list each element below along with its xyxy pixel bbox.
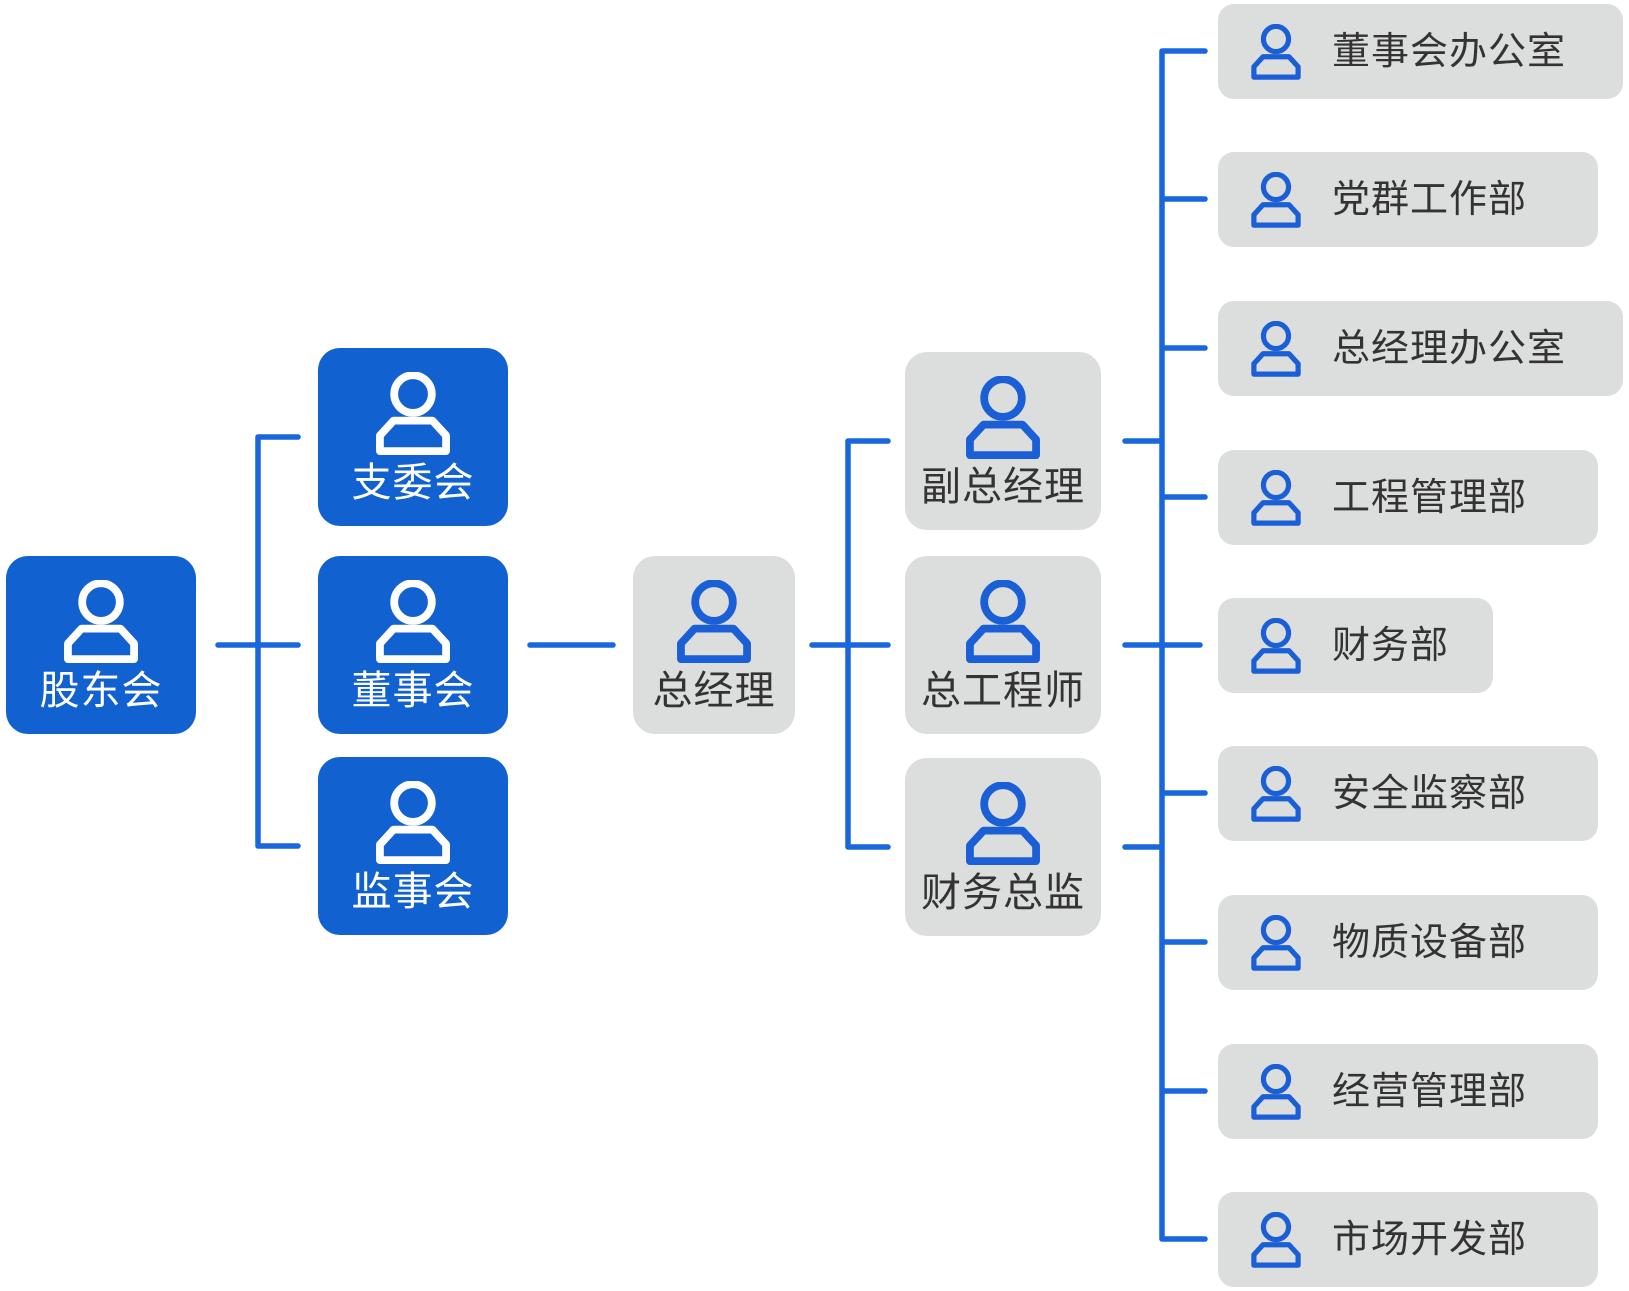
node-finance-director: 财务总监 [905,758,1101,936]
node-branch-committee: 支委会 [318,348,508,526]
person-icon [374,781,452,864]
node-label: 副总经理 [921,464,1085,509]
node-board-of-directors: 董事会 [318,556,508,734]
person-icon [964,782,1042,865]
node-label: 财务部 [1332,624,1450,667]
node-department-board-office: 董事会办公室 [1218,4,1623,99]
node-department-finance: 财务部 [1218,598,1493,693]
person-icon [62,580,140,663]
node-label: 支委会 [351,460,475,505]
person-icon [964,580,1042,663]
person-icon [964,376,1042,459]
person-icon [675,580,753,663]
node-department-engineering: 工程管理部 [1218,450,1598,545]
node-chief-engineer: 总工程师 [905,556,1101,734]
person-icon [1250,618,1302,674]
node-label: 董事会办公室 [1332,30,1567,73]
node-general-manager: 总经理 [633,556,795,734]
person-icon [1250,470,1302,526]
node-label: 监事会 [351,869,475,914]
person-icon [1250,915,1302,971]
person-icon [1250,766,1302,822]
node-department-materials-equipment: 物质设备部 [1218,895,1598,990]
node-label: 股东会 [39,668,163,713]
node-label: 安全监察部 [1332,772,1528,815]
node-label: 物质设备部 [1332,921,1528,964]
person-icon [1250,321,1302,377]
node-department-operations: 经营管理部 [1218,1044,1598,1139]
node-label: 经营管理部 [1332,1070,1528,1113]
person-icon [1250,1212,1302,1268]
person-icon [374,372,452,455]
node-label: 总工程师 [921,668,1085,713]
node-supervisory-board: 监事会 [318,757,508,935]
node-deputy-general-manager: 副总经理 [905,352,1101,530]
node-department-party-masses: 党群工作部 [1218,152,1598,247]
node-department-market-development: 市场开发部 [1218,1192,1598,1287]
person-icon [374,580,452,663]
node-label: 财务总监 [921,870,1085,915]
node-label: 党群工作部 [1332,178,1528,221]
node-label: 总经理办公室 [1332,327,1567,370]
node-shareholders: 股东会 [6,556,196,734]
node-label: 总经理 [652,668,776,713]
node-department-safety: 安全监察部 [1218,746,1598,841]
person-icon [1250,1064,1302,1120]
person-icon [1250,24,1302,80]
node-department-gm-office: 总经理办公室 [1218,301,1623,396]
person-icon [1250,172,1302,228]
node-label: 董事会 [351,668,475,713]
node-label: 工程管理部 [1332,476,1528,519]
node-label: 市场开发部 [1332,1218,1528,1261]
